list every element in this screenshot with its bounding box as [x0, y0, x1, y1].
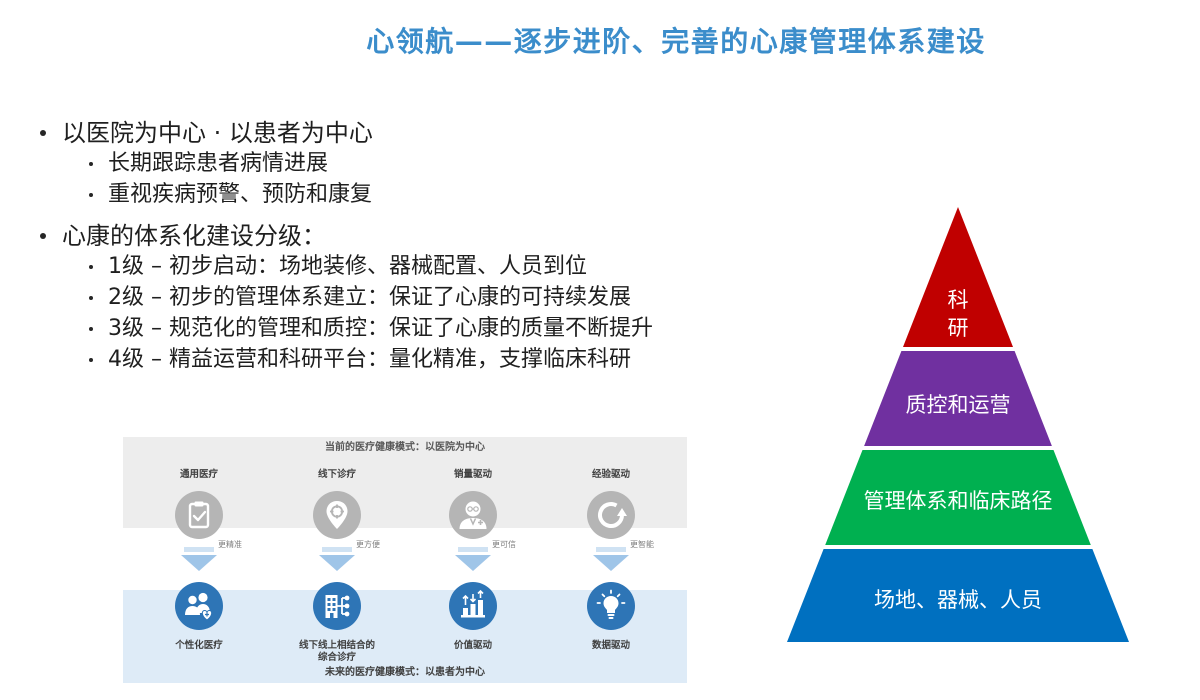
building-network-icon — [325, 595, 350, 618]
current-mode-title: 当前的医疗健康模式：以医院为中心 — [325, 442, 485, 453]
mode-column: 经验驱动 更智能 数据驱动 — [551, 437, 671, 683]
mode-column: 销量驱动 更可信 — [413, 437, 533, 683]
sub-bullet-item: 4级 – 精益运营和科研平台：量化精准，支撑临床科研 — [38, 344, 758, 375]
healthcare-model-diagram: 当前的医疗健康模式：以医院为中心 未来的医疗健康模式：以患者为中心 通用医疗 更… — [123, 437, 687, 683]
transition-label: 更智能 — [630, 540, 654, 549]
future-mode-label: 数据驱动 — [591, 640, 630, 651]
mode-column: 线下诊疗 更方便 — [277, 437, 397, 683]
bullet-text: 以医院为中心 · 以患者为中心 — [62, 119, 373, 147]
badge-circle — [587, 491, 635, 539]
future-mode-badge — [175, 582, 223, 630]
sub-bullet-item: 2级 – 初步的管理体系建立：保证了心康的可持续发展 — [38, 282, 758, 313]
current-mode-badge — [313, 491, 361, 539]
future-mode-label: 价值驱动 — [453, 640, 492, 651]
sub-bullet-marker — [89, 358, 93, 362]
current-mode-label: 销量驱动 — [453, 469, 492, 480]
slide-title: 心领航——逐步进阶、完善的心康管理体系建设 — [366, 25, 986, 58]
sub-bullet-marker — [89, 265, 93, 269]
sub-bullet-marker — [89, 296, 93, 300]
sub-bullet-text: 4级 – 精益运营和科研平台：量化精准，支撑临床科研 — [108, 347, 631, 372]
current-mode-label: 经验驱动 — [591, 469, 630, 480]
current-mode-label: 通用医疗 — [179, 469, 218, 480]
future-mode-title: 未来的医疗健康模式：以患者为中心 — [325, 667, 485, 678]
future-mode-label: 个性化医疗 — [175, 640, 223, 651]
bullet-marker — [40, 233, 46, 239]
pyramid-label-site-equipment-staff: 场地、器械、人员 — [874, 588, 1042, 612]
down-arrow-icon — [455, 547, 491, 571]
down-arrow-icon — [593, 547, 629, 571]
current-mode-badge — [587, 491, 635, 539]
pyramid-layer-research — [903, 207, 1013, 347]
refresh-icon — [598, 502, 627, 528]
sub-bullet-item: 1级 – 初步启动：场地装修、器械配置、人员到位 — [38, 251, 758, 282]
future-mode-badge — [449, 582, 497, 630]
badge-circle — [175, 491, 223, 539]
future-mode-badge — [313, 582, 361, 630]
sub-bullet-text: 2级 – 初步的管理体系建立：保证了心康的可持续发展 — [108, 285, 631, 310]
doctor-icon — [459, 501, 487, 529]
sub-bullet-marker — [89, 162, 93, 166]
bullet-marker — [40, 130, 46, 136]
transition-label: 更方便 — [356, 540, 380, 549]
transition-label: 更精准 — [218, 540, 242, 549]
bullet-item: 心康的体系化建设分级： — [38, 221, 758, 251]
sub-bullet-text: 长期跟踪患者病情进展 — [108, 151, 329, 176]
sub-bullet-marker — [89, 327, 93, 331]
pyramid-label-management-pathway: 管理体系和临床路径 — [863, 489, 1053, 513]
current-mode-badge — [449, 491, 497, 539]
bullet-list: 以医院为中心 · 以患者为中心 长期跟踪患者病情进展 重视疾病预警、预防和康复 … — [38, 118, 758, 375]
bullet-item: 以医院为中心 · 以患者为中心 — [38, 118, 758, 148]
sub-bullet-item: 重视疾病预警、预防和康复 — [38, 179, 758, 210]
pyramid-layer-site-equipment-staff — [787, 549, 1129, 642]
mode-column: 通用医疗 更精准 — [139, 437, 259, 683]
current-mode-badge — [175, 491, 223, 539]
sub-bullet-item: 长期跟踪患者病情进展 — [38, 148, 758, 179]
sub-bullet-marker — [89, 193, 93, 197]
pyramid-label-quality-operations: 质控和运营 — [905, 393, 1011, 417]
future-mode-badge — [587, 582, 635, 630]
future-mode-label: 线下线上相结合的 综合诊疗 — [298, 640, 375, 663]
sub-bullet-text: 1级 – 初步启动：场地装修、器械配置、人员到位 — [108, 254, 587, 279]
sub-bullet-text: 3级 – 规范化的管理和质控：保证了心康的质量不断提升 — [108, 316, 653, 341]
pyramid-layer-management-pathway — [825, 450, 1091, 545]
sub-bullet-item: 3级 – 规范化的管理和质控：保证了心康的质量不断提升 — [38, 313, 758, 344]
sub-bullet-text: 重视疾病预警、预防和康复 — [108, 182, 373, 207]
pyramid — [787, 207, 1129, 642]
transition-label: 更可信 — [492, 540, 516, 549]
pyramid-layer-quality-operations — [864, 351, 1052, 446]
bar-chart-arrows-icon — [461, 589, 485, 618]
bullet-text: 心康的体系化建设分级： — [62, 222, 326, 250]
pyramid-label-research: 科 研 — [947, 288, 969, 340]
people-heart-icon — [185, 592, 213, 621]
clipboard-check-icon — [188, 501, 210, 529]
location-pin-icon — [326, 501, 348, 529]
down-arrow-icon — [181, 547, 217, 571]
current-mode-label: 线下诊疗 — [317, 469, 356, 480]
lightbulb-icon — [596, 589, 626, 619]
down-arrow-icon — [319, 547, 355, 571]
